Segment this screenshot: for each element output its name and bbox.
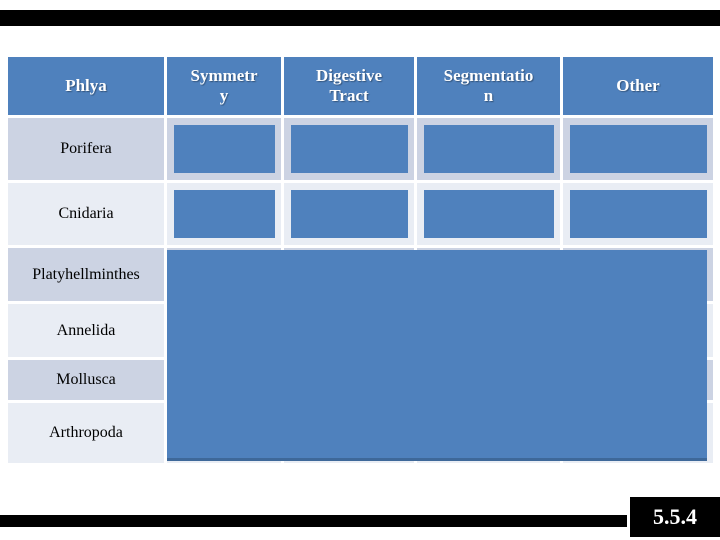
merged-answer-cover (167, 250, 707, 461)
table-cell (284, 183, 414, 245)
table-cell (563, 118, 713, 180)
answer-cover (570, 125, 707, 173)
answer-cover (291, 125, 408, 173)
table-cell (284, 118, 414, 180)
column-header-digestive-tract: Digestive Tract (284, 57, 414, 115)
top-divider-bar (0, 10, 720, 26)
answer-cover (291, 190, 408, 238)
row-label-annelida: Annelida (8, 304, 164, 357)
table-cell (563, 183, 713, 245)
column-header-segmentation: Segmentatio n (417, 57, 560, 115)
table-cell (417, 118, 560, 180)
column-header-symmetry: Symmetr y (167, 57, 281, 115)
row-label-mollusca: Mollusca (8, 360, 164, 400)
column-header-phlya: Phlya (8, 57, 164, 115)
answer-cover (174, 190, 275, 238)
table-cell (167, 118, 281, 180)
row-label-arthropoda: Arthropoda (8, 403, 164, 463)
column-header-other: Other (563, 57, 713, 115)
row-label-platyhellminthes: Platyhellminthes (8, 248, 164, 301)
answer-cover (174, 125, 275, 173)
table-cell (417, 183, 560, 245)
row-label-cnidaria: Cnidaria (8, 183, 164, 245)
answer-cover (570, 190, 707, 238)
row-label-porifera: Porifera (8, 118, 164, 180)
slide-number: 5.5.4 (653, 504, 697, 529)
answer-cover (424, 190, 554, 238)
slide-number-badge: 5.5.4 (630, 497, 720, 537)
table-cell (167, 183, 281, 245)
answer-cover (424, 125, 554, 173)
bottom-divider-bar (0, 515, 627, 527)
